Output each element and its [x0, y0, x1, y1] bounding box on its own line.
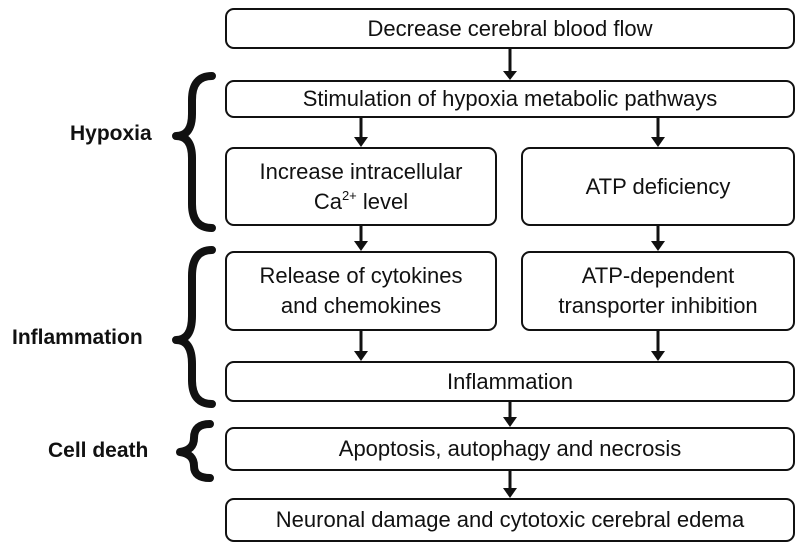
atp-transporter-line1: ATP-dependent — [581, 263, 735, 288]
calcium-level: level — [362, 188, 409, 214]
inflammation-box-text: Inflammation — [447, 368, 573, 394]
stimulation-text: Stimulation of hypoxia metabolic pathway… — [302, 86, 718, 111]
inflammation-brace — [172, 246, 216, 408]
hypoxia-brace — [172, 72, 216, 232]
decrease-cerebral-blood-flow-text: Decrease cerebral blood flow — [367, 15, 653, 41]
calcium-line2: Ca2+ level — [314, 187, 408, 217]
cell-death-brace — [176, 420, 214, 482]
calcium-charge: 2+ — [341, 187, 357, 203]
stage-label-hypoxia: Hypoxia — [70, 122, 152, 145]
release-cytokines-box: Release of cytokines and chemokines — [225, 251, 497, 331]
outcome-text: Neuronal damage and cytotoxic cerebral e… — [275, 507, 745, 532]
atp-transporter-line2: transporter inhibition — [558, 293, 758, 318]
apoptosis-box: Apoptosis, autophagy and necrosis — [225, 427, 795, 471]
stage-label-inflammation: Inflammation — [12, 326, 143, 349]
apoptosis-text: Apoptosis, autophagy and necrosis — [338, 436, 682, 461]
stage-label-cell-death: Cell death — [48, 439, 149, 462]
flow-arrows — [354, 49, 665, 498]
release-line2: and chemokines — [280, 293, 442, 318]
decrease-cerebral-blood-flow-box: Decrease cerebral blood flow — [225, 8, 795, 49]
calcium-line1: Increase intracellular — [259, 158, 463, 184]
calcium-box: Increase intracellular Ca2+ level — [225, 147, 497, 226]
atp-deficiency-box: ATP deficiency — [521, 147, 795, 226]
atp-deficiency-text: ATP deficiency — [585, 173, 731, 199]
release-line1: Release of cytokines — [259, 263, 463, 288]
atp-transporter-box: ATP-dependent transporter inhibition — [521, 251, 795, 331]
outcome-box: Neuronal damage and cytotoxic cerebral e… — [225, 498, 795, 542]
stimulation-box: Stimulation of hypoxia metabolic pathway… — [225, 80, 795, 118]
inflammation-box: Inflammation — [225, 361, 795, 402]
calcium-symbol: Ca — [313, 188, 342, 214]
